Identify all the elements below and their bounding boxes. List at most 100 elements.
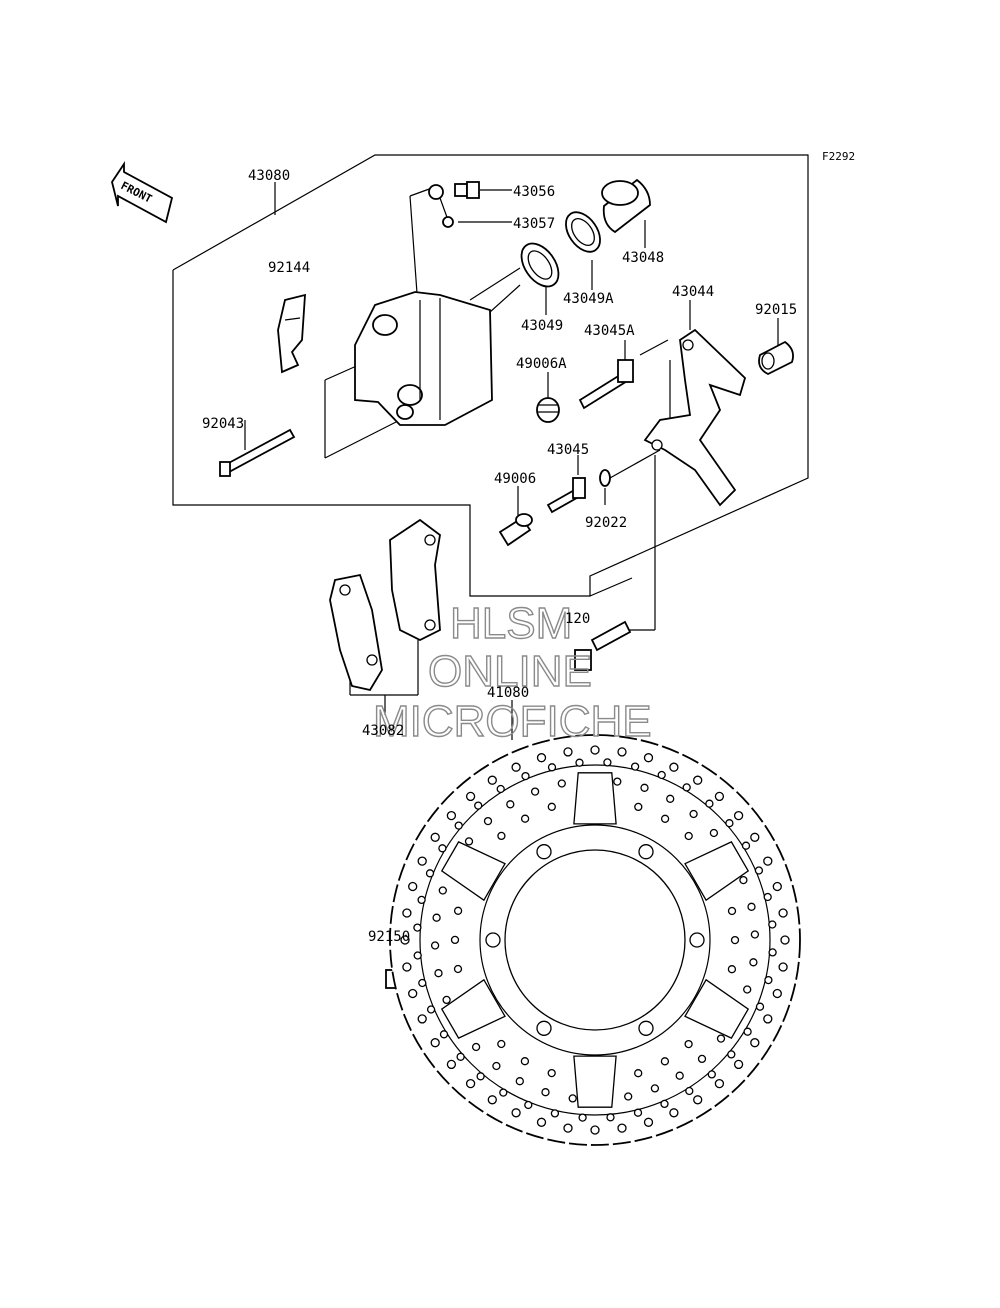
disc-hole	[434, 969, 443, 978]
disc-hole	[515, 1077, 524, 1086]
caliper-pin-92043	[219, 428, 296, 477]
disc-hole	[747, 902, 756, 911]
disc-hole	[413, 923, 422, 932]
disc-hole	[750, 1038, 760, 1048]
disc-hole	[506, 800, 515, 809]
disc-hole	[725, 819, 734, 828]
part-label-120: 120	[565, 611, 590, 627]
part-label-43048: 43048	[622, 250, 664, 266]
disc-hole	[714, 791, 725, 802]
disc-hole	[693, 1095, 703, 1105]
disc-hole	[497, 1039, 506, 1049]
disc-hole	[624, 1092, 633, 1101]
disc-hole	[497, 831, 506, 841]
disc-hole	[755, 1002, 765, 1011]
disc-hole	[476, 1072, 485, 1081]
disc-bolt-hole	[536, 1020, 552, 1036]
disc-hole	[557, 779, 566, 788]
disc-hole	[442, 995, 451, 1005]
disc-hole	[402, 908, 412, 918]
disc-hole	[453, 964, 463, 974]
disc-hole	[697, 1054, 707, 1064]
part-label-43049A: 43049A	[563, 291, 614, 307]
part-label-92043: 92043	[202, 416, 244, 432]
disc-hole	[727, 1050, 736, 1059]
disc-hole	[408, 988, 418, 999]
watermark: HLSM ONLINE MICROFICHE	[372, 598, 652, 746]
disc-hole	[749, 958, 758, 967]
disc-hole	[763, 1014, 773, 1024]
disc-spoke	[684, 841, 750, 902]
disc-hole	[707, 1070, 716, 1079]
disc-hole	[780, 935, 790, 945]
disc-hole	[575, 758, 584, 767]
disc-hole	[666, 794, 675, 803]
disc-hole	[547, 763, 557, 772]
part-label-92022: 92022	[585, 515, 627, 531]
watermark-line3: MICROFICHE	[373, 697, 652, 746]
seal-43049	[520, 242, 560, 288]
disc-hole	[772, 988, 782, 999]
disc-hole	[633, 1108, 643, 1117]
circlip-92022	[599, 469, 611, 487]
disc-hole	[689, 809, 698, 819]
part-label-92150: 92150	[368, 929, 410, 945]
disc-hole	[492, 1061, 501, 1071]
disc-hole	[733, 810, 744, 821]
disc-hole	[640, 783, 649, 792]
disc-hole	[778, 962, 788, 972]
disc-hole	[754, 866, 764, 875]
brake-pads-43082	[329, 518, 441, 692]
part-label-43080: 43080	[248, 168, 290, 184]
disc-hole	[520, 1057, 530, 1066]
disc-hole	[400, 935, 410, 945]
part-label-43045A: 43045A	[584, 323, 635, 339]
disc-hole	[550, 1109, 560, 1118]
disc-hole	[705, 799, 714, 808]
disc-hole	[547, 1068, 556, 1078]
disc-hole	[739, 875, 748, 885]
disc-hole	[617, 747, 627, 757]
seal-43049A	[565, 211, 601, 253]
disc-hole	[750, 930, 760, 939]
sleeve-92015	[758, 340, 794, 376]
part-label-49006A: 49006A	[516, 356, 567, 372]
boot-49006A	[536, 397, 560, 423]
piston-43048	[601, 178, 651, 234]
disc-hole	[643, 753, 654, 763]
disc-bolt-hole	[689, 932, 705, 948]
disc-hole	[684, 831, 693, 841]
disc-hole	[563, 1123, 573, 1133]
disc-hole	[483, 816, 493, 826]
disc-hole	[563, 747, 573, 757]
disc-hole	[741, 841, 751, 850]
disc-hole	[743, 1027, 752, 1036]
disc-hole	[634, 802, 643, 812]
disc-hole	[603, 758, 612, 767]
disc-hole	[536, 1117, 547, 1127]
disc-bolt-hole	[638, 1020, 654, 1036]
disc-hole	[465, 1078, 476, 1089]
disc-hole	[439, 1030, 449, 1039]
disc-hole	[530, 787, 540, 796]
disc-hole	[768, 948, 777, 957]
disc-hole	[709, 828, 719, 838]
disc-hole	[630, 762, 640, 771]
disc-hole	[471, 1042, 481, 1052]
disc-hole	[685, 1086, 694, 1096]
disc-spoke	[440, 978, 506, 1039]
disc-hole	[547, 802, 556, 811]
disc-hole	[730, 935, 740, 945]
disc-spoke	[573, 1055, 617, 1108]
part-label-92015: 92015	[755, 302, 797, 318]
disc-spoke	[573, 772, 617, 825]
part-label-49006: 49006	[494, 471, 536, 487]
part-labels: 43080 43056 43057 43048 92144 43049A 430…	[202, 168, 797, 945]
disc-hole	[487, 775, 497, 785]
disc-hole	[590, 1125, 600, 1135]
disc-hole	[763, 856, 773, 866]
part-label-41080: 41080	[487, 685, 529, 701]
disc-hole	[693, 775, 703, 785]
part-label-43056: 43056	[513, 184, 555, 200]
disc-hole	[682, 783, 691, 792]
